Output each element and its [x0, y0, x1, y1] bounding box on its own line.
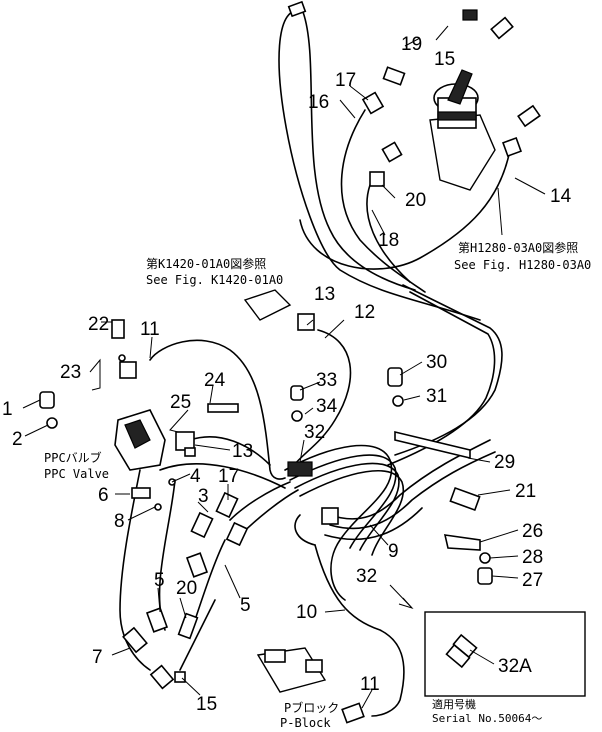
callout-14: 14 [550, 186, 572, 207]
callout-numbers: 1 2 3 4 5 5 6 7 8 9 10 11 11 12 13 13 14… [2, 34, 572, 715]
callout-32c: 32A [498, 656, 532, 677]
callout-20b: 20 [176, 578, 197, 599]
callout-28: 28 [522, 547, 543, 568]
ref-k1420-jp: 第K1420-01A0図参照 [146, 256, 266, 271]
serial-label-en: Serial No.50064～ [432, 712, 542, 725]
ppc-valve-label-jp: PPCバルブ [44, 450, 102, 465]
callout-13b: 13 [232, 441, 253, 462]
callout-5b: 5 [240, 595, 251, 616]
callout-16: 16 [308, 92, 329, 113]
callout-17a: 17 [335, 70, 356, 91]
callout-22: 22 [88, 314, 109, 335]
callout-3: 3 [198, 486, 209, 507]
reference-labels: 第K1420-01A0図参照 See Fig. K1420-01A0 第H128… [44, 240, 591, 730]
callout-2: 2 [12, 429, 23, 450]
ref-h1280-jp: 第H1280-03A0図参照 [458, 240, 578, 255]
p-block-label-jp: Pブロック [284, 700, 339, 715]
ref-h1280-en: See Fig. H1280-03A0 [454, 258, 591, 272]
leader-lines [22, 25, 546, 709]
serial-inset [389, 584, 586, 697]
hose-lines [119, 9, 511, 717]
ppc-valve-label-en: PPC Valve [44, 467, 109, 481]
callout-19: 19 [401, 34, 422, 55]
serial-label-jp: 適用号機 [432, 697, 476, 711]
callout-25: 25 [170, 392, 191, 413]
callout-15b: 15 [196, 694, 217, 715]
p-block-label-en: P-Block [280, 716, 331, 730]
callout-31: 31 [426, 386, 447, 407]
callout-24: 24 [204, 370, 226, 391]
callout-23: 23 [60, 362, 81, 383]
callout-11b: 11 [360, 674, 380, 695]
callout-7: 7 [92, 647, 103, 668]
callout-6: 6 [98, 485, 109, 506]
callout-4: 4 [190, 466, 201, 487]
callout-21: 21 [515, 481, 536, 502]
solenoid-valve-assembly [429, 69, 496, 191]
callout-11a: 11 [140, 319, 160, 340]
ref-k1420-en: See Fig. K1420-01A0 [146, 273, 283, 287]
callout-18: 18 [378, 230, 399, 251]
callout-1: 1 [2, 399, 13, 420]
callout-20a: 20 [405, 190, 426, 211]
callout-12: 12 [354, 302, 375, 323]
callout-10: 10 [296, 602, 317, 623]
fittings-middle [287, 367, 493, 585]
callout-13a: 13 [314, 284, 335, 305]
connector-k1420 [243, 289, 315, 331]
callout-5a: 5 [154, 570, 165, 591]
callout-32b: 32 [356, 566, 377, 587]
callout-33: 33 [316, 370, 337, 391]
callout-30: 30 [426, 352, 447, 373]
p-block [256, 647, 365, 724]
callout-34: 34 [316, 396, 338, 417]
callout-8: 8 [114, 511, 125, 532]
fittings-upper [287, 0, 541, 187]
callout-29: 29 [494, 452, 515, 473]
callout-27: 27 [522, 570, 543, 591]
callout-17b: 17 [218, 466, 239, 487]
callout-32a: 32 [304, 422, 325, 443]
ppc-valve [114, 409, 166, 471]
callout-9: 9 [388, 541, 399, 562]
callout-26: 26 [522, 521, 543, 542]
callout-15a: 15 [434, 49, 455, 70]
